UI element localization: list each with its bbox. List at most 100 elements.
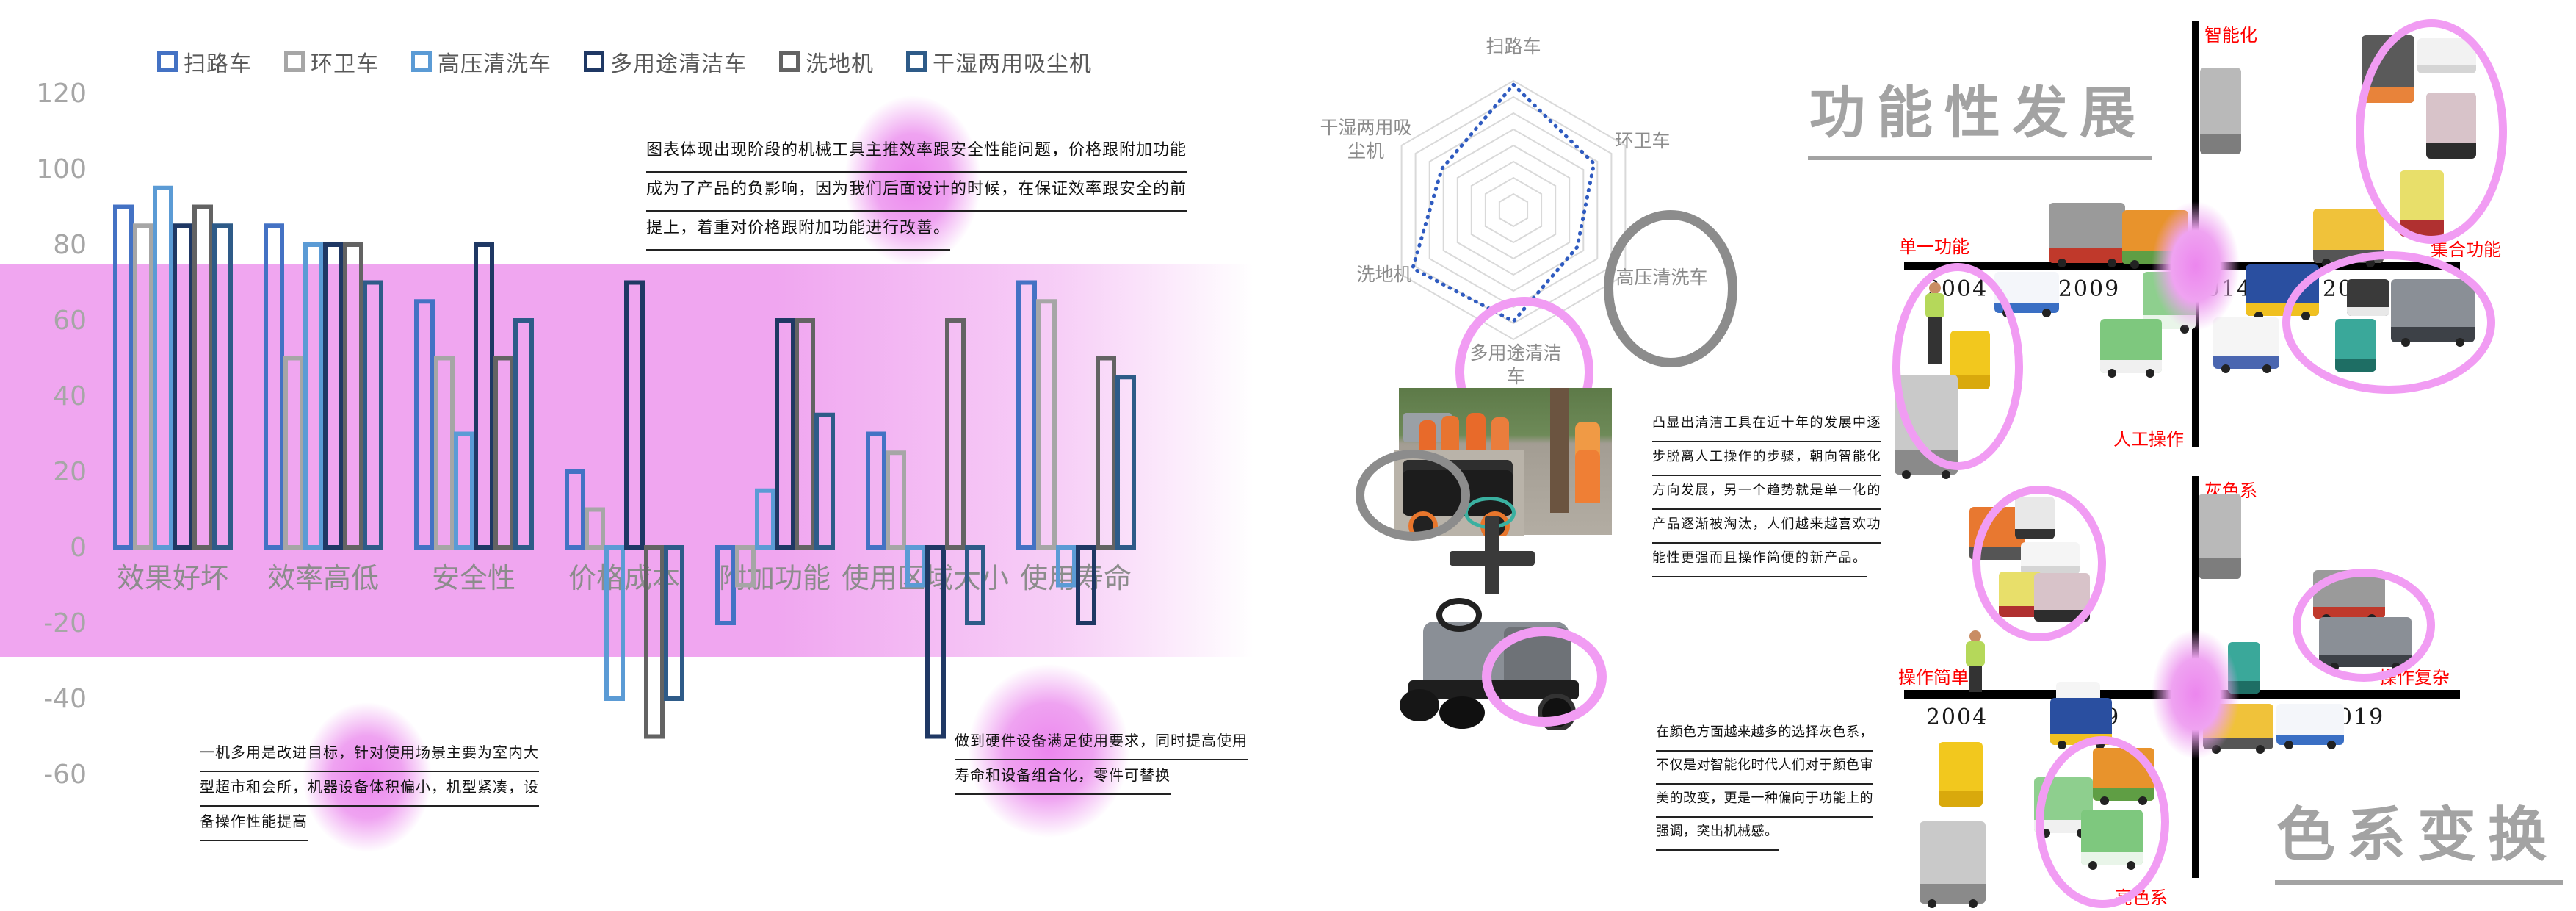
note-line: 图表体现出现阶段的机械工具主推效率跟安全性能问题，价格跟附加功能 — [646, 134, 1187, 173]
year-tick-2009: 2009 — [2058, 276, 2121, 302]
bar-干湿两用吸尘机-效果好坏 — [212, 223, 233, 550]
svg-text:0: 0 — [70, 533, 87, 563]
bar-扫路车-安全性 — [414, 299, 435, 550]
svg-text:20: 20 — [53, 457, 87, 487]
product-carpet-extractor-teal-2 — [2228, 642, 2260, 694]
x-category-label: 效率高低 — [267, 562, 379, 594]
radar-grid-ring — [1414, 96, 1613, 325]
product-wheel — [2326, 741, 2336, 749]
note-line: 在颜色方面越来越多的选择灰色系， — [1656, 719, 1873, 752]
paragraph-color-trend: 在颜色方面越来越多的选择灰色系，不仅是对智能化时代人们对于颜色审美的改变，更是一… — [1656, 719, 1873, 851]
bar-洗地机-附加功能 — [795, 318, 815, 550]
svg-text:-60: -60 — [43, 760, 87, 790]
bar-环卫车-使用区域大小 — [886, 450, 906, 550]
product-utility-cart-white — [2213, 317, 2279, 373]
product-tractor-sweeper-orange — [2122, 210, 2188, 269]
product-wheel — [2130, 260, 2139, 269]
plus-icon — [1450, 551, 1535, 566]
chart-legend: 扫路车 环卫车 高压清洗车 多用途清洁车 洗地机 干湿两用吸尘机 — [157, 46, 1092, 78]
product-wheel — [2108, 369, 2117, 378]
radar-label-干湿两用吸尘机: 干湿两用吸 尘机 — [1320, 117, 1412, 162]
legend-swatch-icon — [584, 51, 604, 72]
highlight-ellipse-1-0 — [1972, 486, 2106, 641]
highlight-ellipse-1-1 — [2293, 569, 2435, 682]
radar-label-洗地机: 洗地机 — [1356, 264, 1412, 285]
legend-label: 干湿两用吸尘机 — [933, 51, 1092, 77]
bar-多用途清洁车-附加功能 — [775, 318, 795, 550]
product-wheel — [1902, 470, 1911, 479]
legend-item-扫路车: 扫路车 — [157, 46, 252, 78]
product-wheel — [1969, 899, 1978, 908]
radar-label-环卫车: 环卫车 — [1615, 130, 1671, 151]
bar-扫路车-附加功能 — [715, 545, 736, 625]
product-worker-backpack-vacuum-2 — [1953, 630, 1997, 692]
axis-label-left: 操作简单 — [1898, 667, 1969, 688]
svg-text:100: 100 — [36, 154, 87, 184]
legend-label: 洗地机 — [806, 51, 874, 77]
radar-grid-ring — [1484, 176, 1543, 244]
legend-swatch-icon — [411, 51, 432, 72]
legend-label: 高压清洗车 — [438, 51, 551, 77]
bar-环卫车-附加功能 — [735, 545, 756, 588]
bar-高压清洗车-价格成本 — [604, 545, 625, 701]
radar-label-多用途清洁车: 多用途清洁 车 — [1469, 342, 1562, 387]
bar-洗地机-价格成本 — [644, 545, 665, 739]
bar-多用途清洁车-效率高低 — [323, 242, 344, 550]
product-mop-bucket-yellow-2 — [1939, 742, 1983, 807]
note-line: 能性更强而且操作简便的新产品。 — [1652, 544, 1867, 577]
quadrant-title-功能性发展: 功能性发展 — [1808, 68, 2152, 160]
bar-多用途清洁车-安全性 — [474, 242, 494, 550]
note-line: 步脱离人工操作的步骤，朝向智能化 — [1652, 442, 1881, 476]
x-category-label: 效果好坏 — [117, 562, 228, 594]
bar-环卫车-效果好坏 — [133, 223, 153, 550]
product-base — [2228, 681, 2260, 694]
svg-text:-20: -20 — [43, 608, 87, 638]
person-body — [1966, 641, 1985, 666]
legend-label: 环卫车 — [311, 51, 379, 77]
note-line: 成为了产品的负影响，因为我们后面设计的时候，在保证效率跟安全的前 — [646, 173, 1187, 212]
legend-item-高压清洗车: 高压清洗车 — [411, 46, 551, 78]
bar-高压清洗车-效率高低 — [303, 242, 324, 550]
note-bottom-mid: 做到硬件设备满足使用要求，同时提高使用寿命和设备组合化，零件可替换 — [955, 726, 1248, 795]
bar-高压清洗车-附加功能 — [755, 488, 775, 550]
product-garbage-truck-blue-2 — [2276, 704, 2344, 749]
bar-高压清洗车-使用寿命 — [1056, 545, 1077, 588]
worker-figure-vest — [1575, 422, 1600, 503]
bar-干湿两用吸尘机-使用区域大小 — [965, 545, 985, 625]
highlight-ellipse-0-2 — [2282, 251, 2495, 394]
paragraph-development-trend: 凸显出清洁工具在近十年的发展中逐步脱离人工操作的步骤，朝向智能化方向发展，另一个… — [1652, 408, 1881, 577]
highlight-ellipse-1-2 — [2036, 736, 2169, 908]
note-line: 不仅是对智能化时代人们对于颜色审 — [1656, 752, 1873, 785]
tree-trunk — [1550, 388, 1569, 513]
legend-item-多用途清洁车: 多用途清洁车 — [584, 46, 747, 78]
bar-chart: 120100806040200-20-40-60效果好坏效率高低安全性价格成本附… — [36, 79, 1136, 790]
axis-label-left: 单一功能 — [1899, 237, 1969, 257]
note-top: 图表体现出现阶段的机械工具主推效率跟安全性能问题，价格跟附加功能成为了产品的负影… — [646, 134, 1187, 251]
product-wet-dry-vacuum-gray-2 — [2199, 494, 2241, 579]
bar-洗地机-效果好坏 — [192, 204, 213, 550]
product-ride-on-scrubber-gray — [2049, 203, 2125, 267]
bar-洗地机-使用寿命 — [1096, 356, 1116, 550]
product-wheel — [2107, 259, 2116, 267]
svg-text:120: 120 — [36, 79, 87, 109]
product-wheel — [2058, 259, 2067, 267]
product-wheel — [2042, 309, 2052, 317]
bar-干湿两用吸尘机-附加功能 — [814, 412, 835, 550]
legend-swatch-icon — [284, 51, 305, 72]
bar-洗地机-效率高低 — [343, 242, 363, 550]
bar-扫路车-使用寿命 — [1016, 280, 1037, 550]
person-head — [1969, 630, 1981, 642]
product-base — [2200, 133, 2241, 154]
bar-干湿两用吸尘机-价格成本 — [664, 545, 684, 701]
washer-gray-ring — [1356, 450, 1470, 541]
bar-多用途清洁车-使用区域大小 — [925, 545, 946, 739]
radar-grid-ring — [1442, 128, 1585, 292]
product-wet-dry-vacuum-gray — [2200, 68, 2241, 154]
note-line: 型超市和会所，机器设备体积偏小，机型紧凑，设 — [200, 772, 539, 807]
product-base — [2049, 248, 2125, 263]
bar-干湿两用吸尘机-安全性 — [513, 318, 534, 550]
bar-洗地机-安全性 — [493, 356, 514, 550]
bar-高压清洗车-安全性 — [454, 431, 474, 550]
axis-label-top: 智能化 — [2204, 25, 2257, 46]
legend-swatch-icon — [157, 51, 178, 72]
